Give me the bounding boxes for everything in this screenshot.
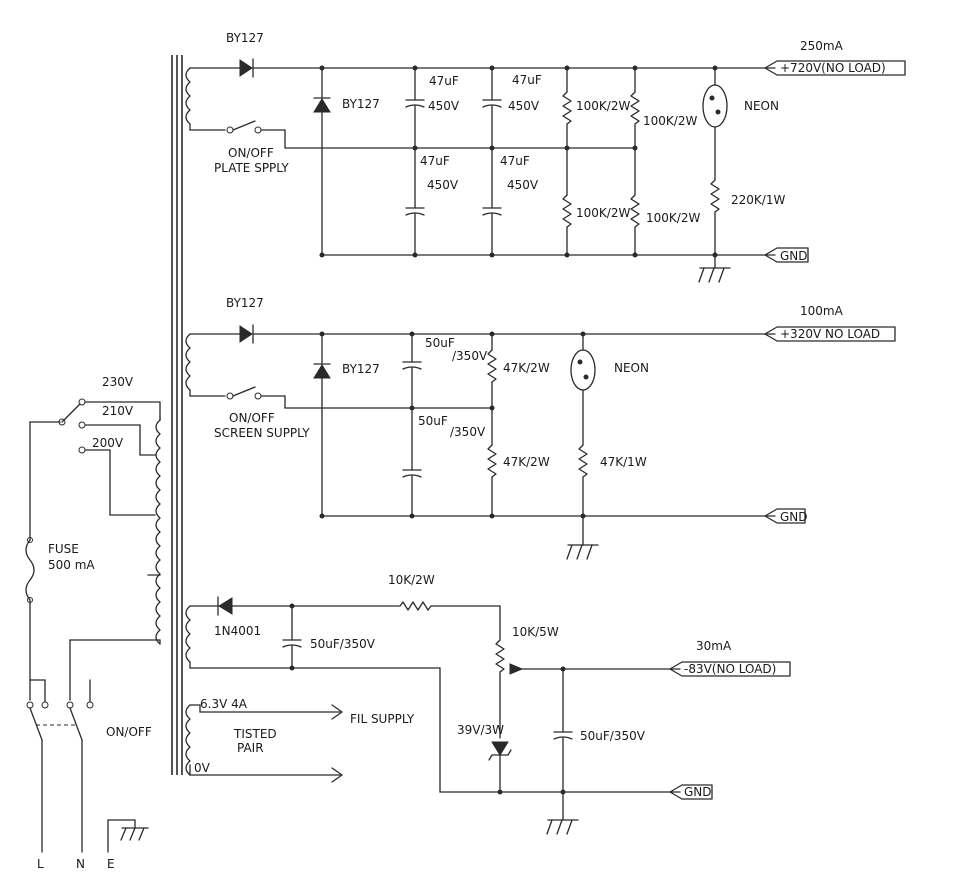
screen-switch-label: ON/OFF xyxy=(229,411,275,425)
output-83v-label: -83V(NO LOAD) xyxy=(684,662,776,676)
current-100ma-label: 100mA xyxy=(800,304,844,318)
neutral-terminal-label: N xyxy=(76,857,85,871)
mains-input xyxy=(25,398,161,853)
res-1c-label: 100K/2W xyxy=(576,206,630,220)
fil-pair-label: PAIR xyxy=(237,741,264,755)
cap-2b-voltage: /350V xyxy=(450,425,486,439)
res-1b-label: 100K/2W xyxy=(643,114,697,128)
fil-supply-label: FIL SUPPLY xyxy=(350,712,415,726)
tap-210v-label: 210V xyxy=(102,404,134,418)
gnd-2-label: GND xyxy=(780,510,808,524)
output-720v-label: +720V(NO LOAD) xyxy=(780,61,886,75)
line-terminal-label: L xyxy=(37,857,44,871)
mains-switch-label: ON/OFF xyxy=(106,725,152,739)
cap-3-label: 50uF/350V xyxy=(310,637,376,651)
plate-switch-label: ON/OFF xyxy=(228,146,274,160)
pot-10k-5w-label: 10K/5W xyxy=(512,625,559,639)
cap-2b-value: 50uF xyxy=(418,414,448,428)
screen-supply-circuit xyxy=(185,324,896,560)
res-1a-label: 100K/2W xyxy=(576,99,630,113)
cap-1b-voltage: 450V xyxy=(508,99,540,113)
cap-1a-value: 47uF xyxy=(429,74,459,88)
current-250ma-label: 250mA xyxy=(800,39,844,53)
fil-0v-label: 0V xyxy=(194,761,211,775)
cap-1a-voltage: 450V xyxy=(428,99,460,113)
zener-label: 39V/3W xyxy=(457,723,504,737)
diode-by127-2-label: BY127 xyxy=(342,97,380,111)
plate-switch-sub-label: PLATE SPPLY xyxy=(214,161,289,175)
res-2a-label: 47K/2W xyxy=(503,361,550,375)
cap-1d-value: 47uF xyxy=(500,154,530,168)
cap-1c-voltage: 450V xyxy=(427,178,459,192)
fil-twisted-label: TISTED xyxy=(233,727,277,741)
transformer-core xyxy=(171,55,183,775)
gnd-1-label: GND xyxy=(780,249,808,263)
output-320v-label: +320V NO LOAD xyxy=(780,327,880,341)
cap-1c-value: 47uF xyxy=(420,154,450,168)
res-10k-2w-label: 10K/2W xyxy=(388,573,435,587)
diode-1n4001-label: 1N4001 xyxy=(214,624,261,638)
res-2n-label: 47K/1W xyxy=(600,455,647,469)
bias-supply-circuit xyxy=(185,596,791,835)
diode-by127-1-label: BY127 xyxy=(226,31,264,45)
res-1n-label: 220K/1W xyxy=(731,193,785,207)
gnd-3-label: GND xyxy=(684,785,712,799)
fil-voltage-label: 6.3V 4A xyxy=(200,697,248,711)
cap-4-label: 50uF/350V xyxy=(580,729,646,743)
diode-by127-4-label: BY127 xyxy=(342,362,380,376)
cap-1d-voltage: 450V xyxy=(507,178,539,192)
neon-1-label: NEON xyxy=(744,99,779,113)
fuse-rating-label: 500 mA xyxy=(48,558,95,572)
tap-230v-label: 230V xyxy=(102,375,134,389)
neon-2-label: NEON xyxy=(614,361,649,375)
cap-2a-value: 50uF xyxy=(425,336,455,350)
screen-switch-sub-label: SCREEN SUPPLY xyxy=(214,426,310,440)
res-1d-label: 100K/2W xyxy=(646,211,700,225)
cap-1b-value: 47uF xyxy=(512,73,542,87)
plate-supply-circuit xyxy=(185,58,906,283)
fuse-label: FUSE xyxy=(48,542,79,556)
filament-winding xyxy=(185,704,343,783)
current-30ma-label: 30mA xyxy=(696,639,732,653)
earth-terminal-label: E xyxy=(107,857,115,871)
cap-2a-voltage: /350V xyxy=(452,349,488,363)
res-2b-label: 47K/2W xyxy=(503,455,550,469)
tap-200v-label: 200V xyxy=(92,436,124,450)
primary-winding xyxy=(155,417,161,645)
diode-by127-3-label: BY127 xyxy=(226,296,264,310)
